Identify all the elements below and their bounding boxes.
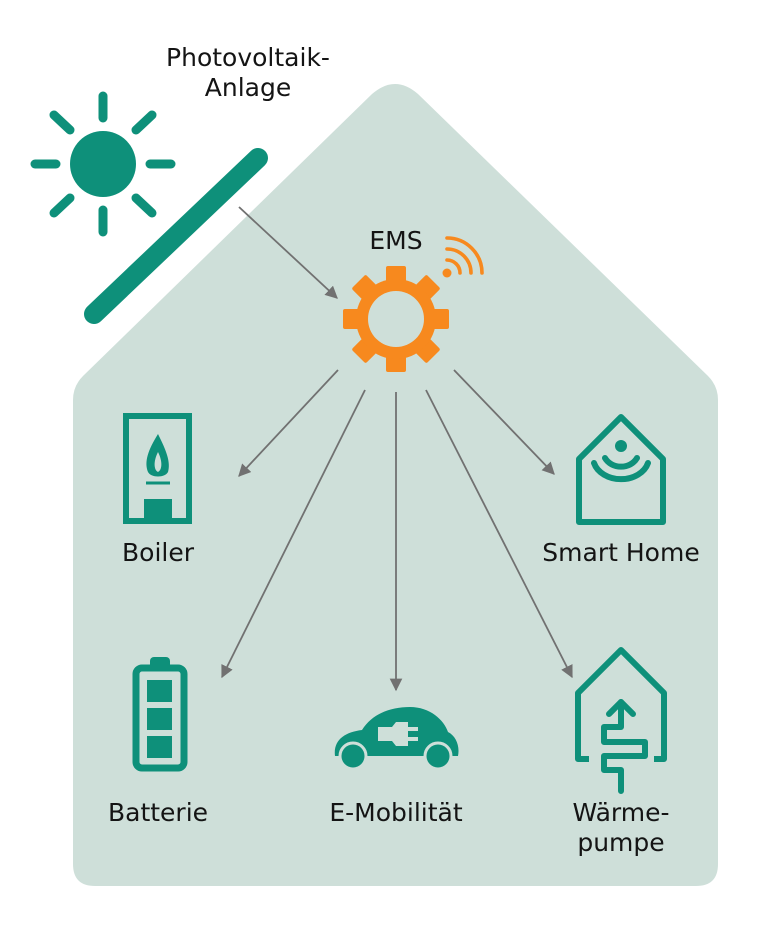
boiler-flame-icon bbox=[123, 413, 192, 524]
smart-home-icon bbox=[576, 414, 666, 525]
waermepumpe-label: Wärme- pumpe bbox=[551, 798, 691, 858]
arrow-pv-to-ems bbox=[238, 206, 338, 299]
arrow-ems-to-waermepumpe bbox=[425, 389, 573, 679]
ems-label: EMS bbox=[369, 226, 423, 255]
waermepumpe-label-line2: pumpe bbox=[577, 828, 665, 857]
e-mobilitaet-label: E-Mobilität bbox=[329, 798, 463, 827]
arrow-ems-to-smart-home bbox=[453, 369, 555, 475]
boiler-label: Boiler bbox=[122, 538, 194, 567]
waermepumpe-label-line1: Wärme- bbox=[572, 798, 670, 827]
wifi-signal-icon bbox=[442, 236, 484, 278]
heat-pump-icon bbox=[575, 647, 667, 794]
arrow-ems-to-batterie bbox=[221, 389, 366, 679]
sun-icon bbox=[30, 91, 176, 237]
pv-label: Photovoltaik- Anlage bbox=[148, 43, 348, 103]
electric-car-icon bbox=[334, 707, 459, 771]
arrow-ems-to-boiler bbox=[238, 369, 339, 477]
solar-panel-icon bbox=[84, 148, 268, 324]
smart-home-label: Smart Home bbox=[542, 538, 700, 567]
batterie-label: Batterie bbox=[107, 798, 209, 827]
battery-icon bbox=[132, 657, 188, 772]
arrows-from-ems bbox=[221, 369, 573, 692]
pv-label-line1: Photovoltaik- bbox=[166, 43, 330, 72]
pv-label-line2: Anlage bbox=[204, 73, 292, 102]
gear-icon bbox=[343, 266, 449, 372]
